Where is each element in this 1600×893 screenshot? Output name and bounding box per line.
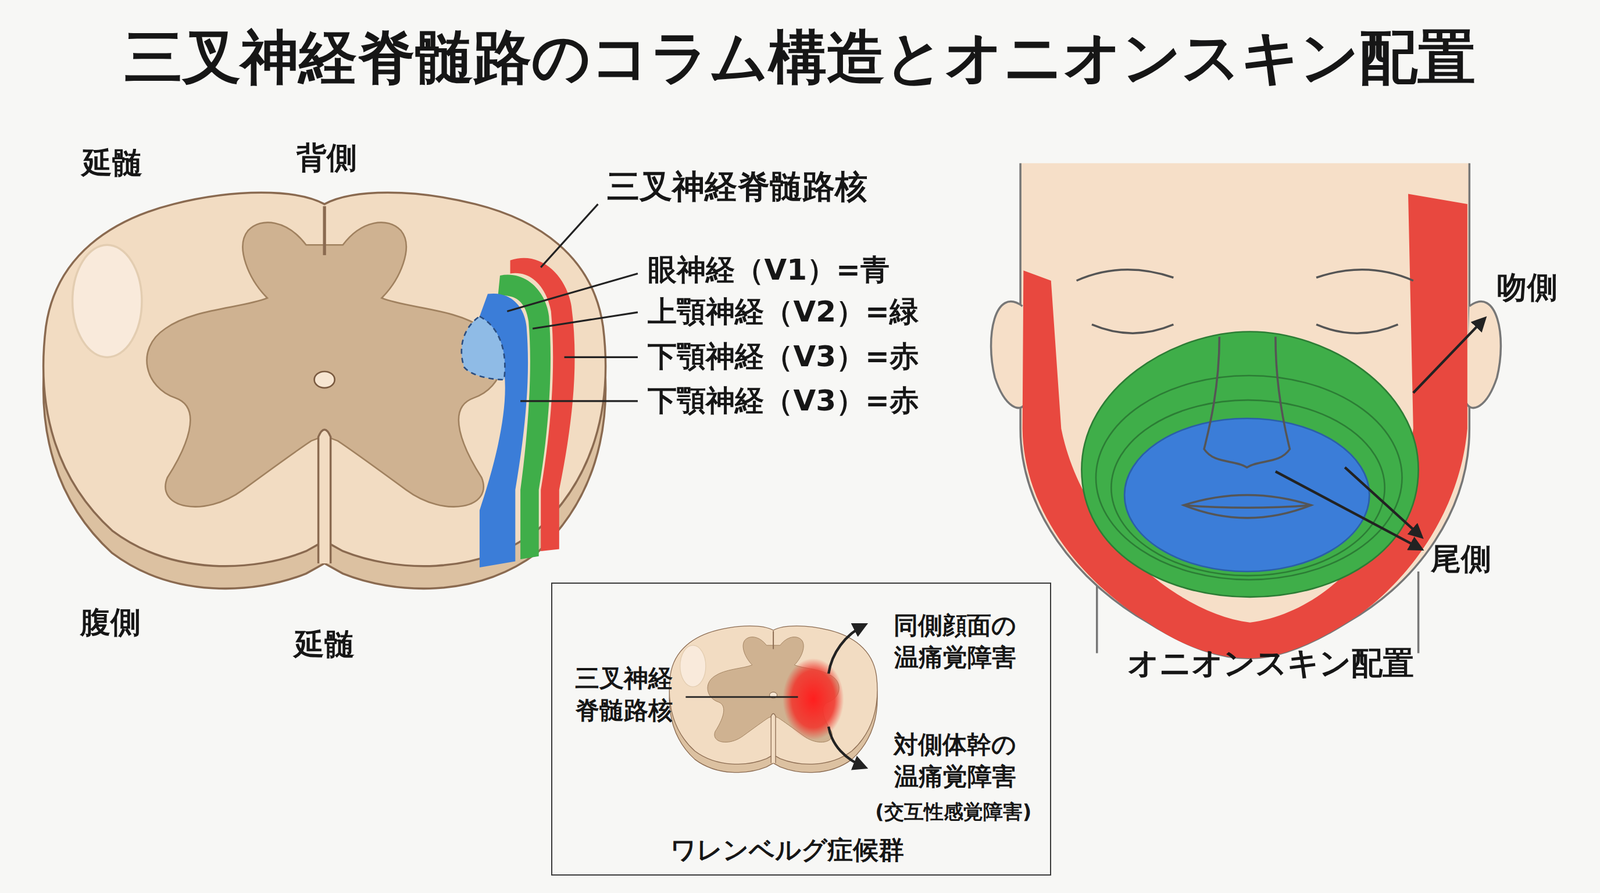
effect-arrow: [828, 726, 866, 768]
note-text: (交互性感覚障害): [875, 798, 1032, 825]
face-features: [1316, 269, 1414, 281]
inset-panel: 同側顔面の 温痛覚障害三叉神経 脊髄路核対側体幹の 温痛覚障害 (交互性感覚障害)…: [551, 582, 1052, 876]
face-features: [1183, 505, 1312, 508]
orientation-label: 腹側: [80, 605, 141, 641]
v1-zone: [1124, 418, 1370, 572]
panel-heading: ワレンベルグ症候群: [670, 833, 905, 867]
wallenberg-illustration: [669, 626, 878, 773]
figure-caption: オニオンスキン配置: [1127, 645, 1414, 682]
lesion: [782, 658, 844, 740]
direction-label: 尾側: [1430, 541, 1492, 577]
face-features: [1204, 336, 1290, 468]
face-features: [1076, 269, 1174, 281]
leader-line: [532, 312, 638, 329]
effect-text: 対側体幹の 温痛覚障害: [886, 729, 1024, 794]
effect-text: 同側顔面の 温痛覚障害: [886, 610, 1024, 674]
direction-arrow: [1413, 318, 1485, 394]
face-illustration: [991, 301, 1026, 409]
face-illustration: [1020, 163, 1470, 659]
leader-line: [506, 204, 638, 402]
callout-label: 下顎神経（V3）=赤: [647, 340, 919, 375]
direction-arrow: [1275, 471, 1422, 549]
callout-label: 上顎神経（V2）=緑: [647, 295, 919, 330]
v2-zone: [1081, 331, 1419, 598]
leader-line: [520, 400, 638, 402]
leader-line: [540, 204, 598, 268]
direction-label: 吻側: [1497, 270, 1558, 306]
face-features: [1316, 324, 1398, 334]
v3-zone: [1022, 194, 1468, 659]
medulla-section: [43, 192, 606, 589]
leader-line: [506, 273, 638, 312]
face-features: [1091, 324, 1174, 334]
trigeminal-columns: [461, 258, 575, 568]
face-illustration: [991, 163, 1502, 659]
effect-arrow: [828, 624, 866, 674]
callout-label: 下顎神経（V3）=赤: [647, 384, 919, 419]
title-text: 三叉神経脊髄路のコラム構造とオニオンスキン配置: [124, 23, 1476, 91]
nucleus-region: [461, 316, 506, 380]
leader-line: [685, 696, 798, 699]
face-illustration: [1020, 163, 1470, 659]
leader-line: [564, 356, 638, 359]
region-label: 延髄: [294, 627, 355, 663]
face-features: [1076, 269, 1414, 519]
face-features: [1183, 494, 1312, 518]
structure-label: 三叉神経 脊髄路核: [567, 663, 680, 727]
region-label: 延髄: [81, 145, 143, 181]
onion-ring: [1111, 400, 1385, 576]
face-illustration: [1466, 301, 1501, 409]
callout-label: 眼神経（V1）=青: [647, 253, 889, 288]
wallenberg-illustration: [669, 624, 878, 773]
callout-label: 三叉神経脊髄路核: [606, 168, 868, 206]
orientation-label: 背側: [296, 140, 357, 176]
direction-arrow: [1275, 318, 1485, 550]
direction-arrow: [1344, 467, 1422, 537]
